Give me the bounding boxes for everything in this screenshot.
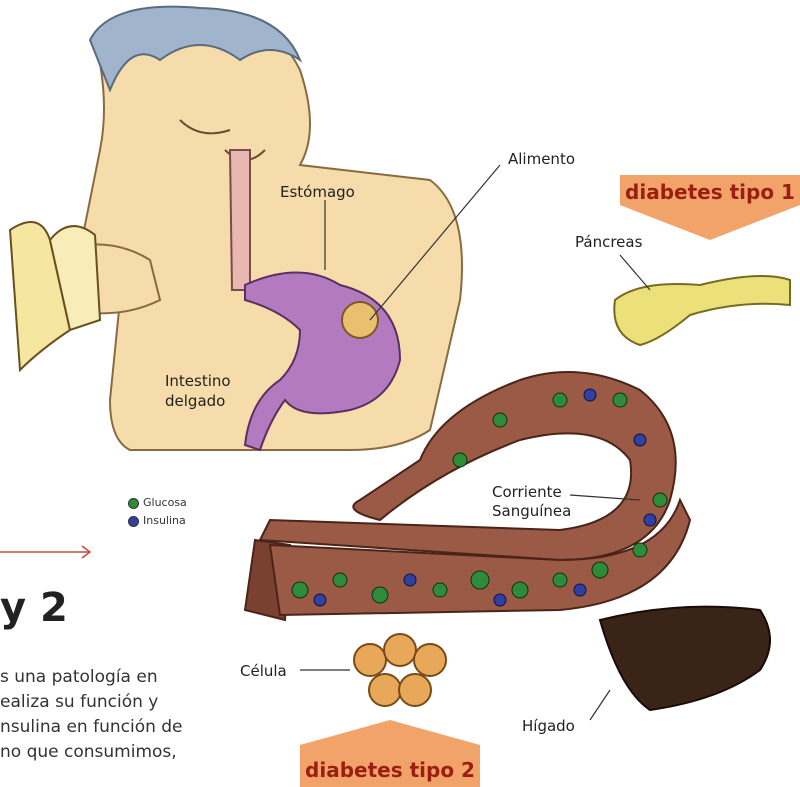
glucose-dot-icon <box>128 498 139 509</box>
food-lump <box>342 302 378 338</box>
label-intestino-line1: Intestino <box>165 372 231 390</box>
banner-diabetes-tipo2: diabetes tipo 2 <box>300 758 480 782</box>
section-heading: y 2 <box>0 585 68 631</box>
side-text-line-1: s una patología en <box>0 665 158 689</box>
label-corriente-line1: Corriente <box>492 483 562 501</box>
legend-glucosa-label: Glucosa <box>143 496 187 509</box>
label-pancreas: Páncreas <box>575 233 642 251</box>
side-text-line-2: ealiza su función y <box>0 690 158 714</box>
insulin-dot-icon <box>128 516 139 527</box>
legend-insulina-label: Insulina <box>143 514 186 527</box>
label-alimento: Alimento <box>508 150 575 168</box>
label-corriente-line2: Sanguínea <box>492 502 571 520</box>
label-higado: Hígado <box>522 717 575 735</box>
side-text-line-3: nsulina en función de <box>0 715 183 739</box>
banner-diabetes-tipo1: diabetes tipo 1 <box>620 180 800 204</box>
book-icon <box>10 222 100 370</box>
cell-cluster <box>354 634 446 706</box>
label-intestino-line2: delgado <box>165 392 225 410</box>
legend-insulina: Insulina <box>128 514 186 527</box>
side-text-line-4: no que consumimos, <box>0 740 177 764</box>
legend-glucosa: Glucosa <box>128 496 187 509</box>
person-figure <box>60 7 462 450</box>
label-estomago: Estómago <box>280 183 355 201</box>
right-arrow-icon <box>0 546 90 558</box>
label-celula: Célula <box>240 662 287 680</box>
liver-organ <box>600 607 770 710</box>
pancreas-organ <box>614 276 790 345</box>
